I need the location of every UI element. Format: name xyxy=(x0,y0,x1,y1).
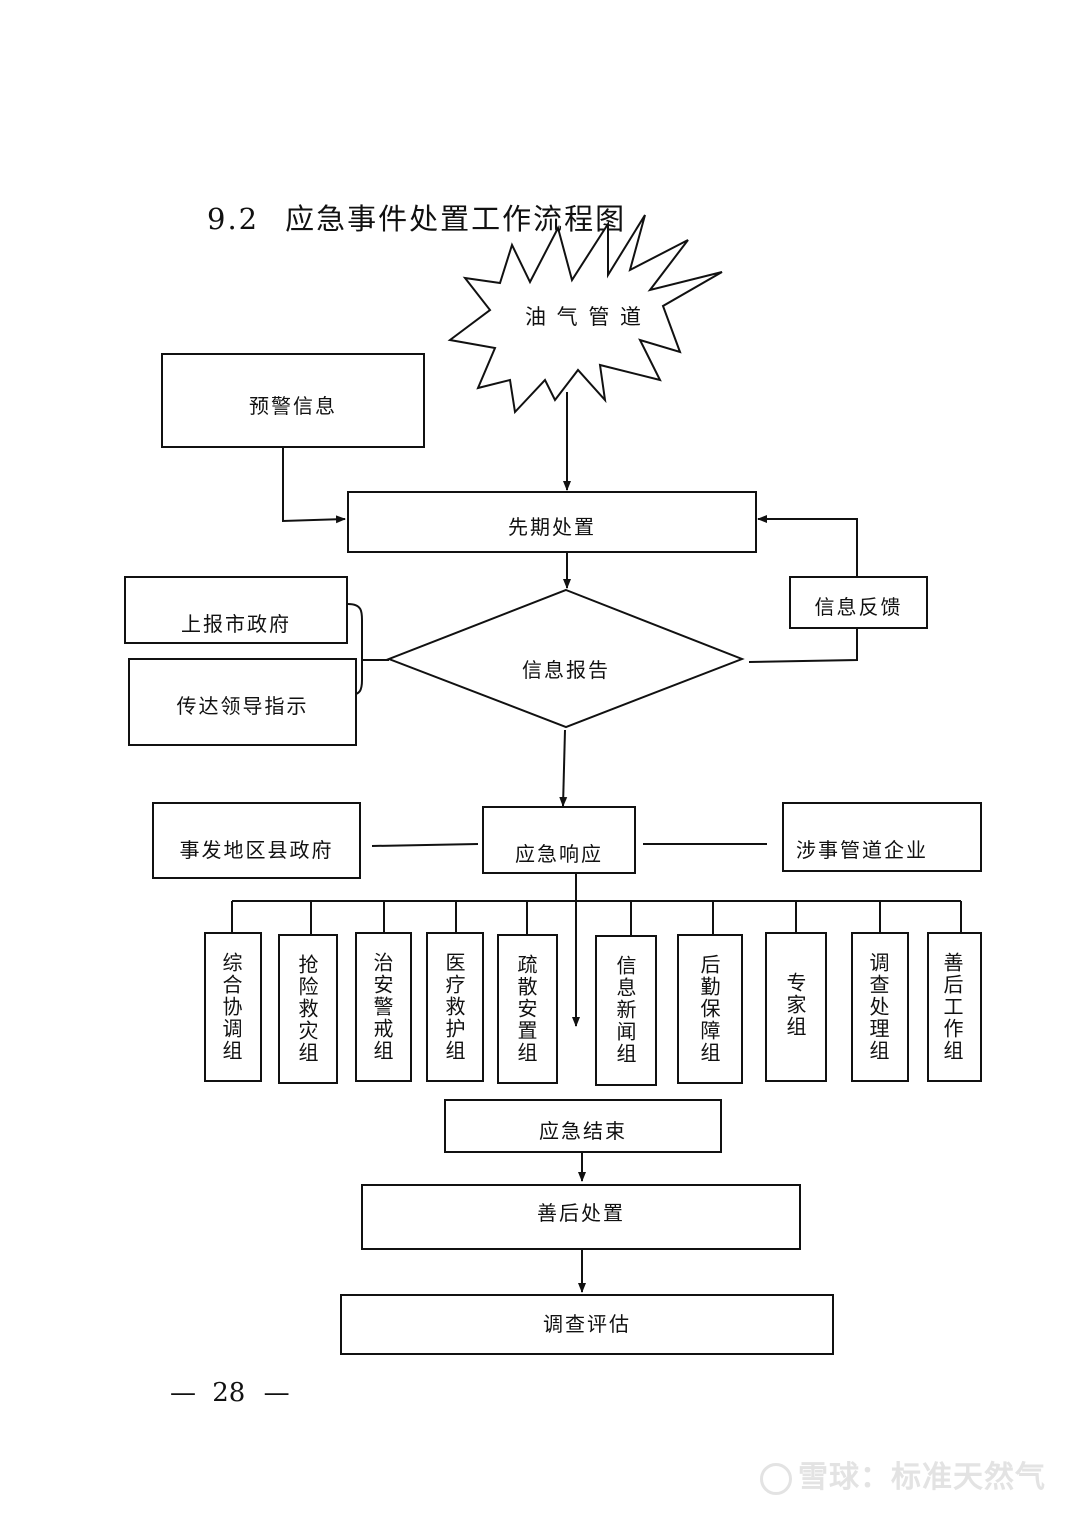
group-label-evacuation: 疏散安置组 xyxy=(514,954,538,1064)
investigation-label: 调查评估 xyxy=(543,1312,631,1336)
convey-instructions-label: 传达领导指示 xyxy=(176,694,309,718)
warning-info-box xyxy=(161,353,425,448)
county-gov-label: 事发地区县政府 xyxy=(179,838,334,862)
convey-instructions-box xyxy=(128,658,357,746)
emergency-response-label: 应急响应 xyxy=(515,842,603,866)
county-gov-box xyxy=(152,802,361,879)
group-label-medical: 医疗救护组 xyxy=(442,952,466,1062)
emergency-response-box xyxy=(482,806,636,874)
group-label-investigation: 调查处理组 xyxy=(866,952,890,1062)
arrow-feedback-to-initial xyxy=(757,515,858,576)
aftermath-box xyxy=(361,1184,801,1250)
pipeline-enterprise-label: 涉事管道企业 xyxy=(796,838,928,862)
info-feedback-box xyxy=(789,576,928,629)
initial-response-label: 先期处置 xyxy=(508,515,596,539)
section-number: 9.2 xyxy=(207,202,260,236)
arrow-warning-to-initial xyxy=(282,447,346,524)
arrow-report-to-response xyxy=(559,729,568,807)
page-title: 9.2 应急事件处置工作流程图 xyxy=(207,196,626,238)
pipeline-enterprise-box xyxy=(782,802,982,872)
group-box-experts xyxy=(765,932,827,1082)
group-label-rescue: 抢险救灾组 xyxy=(295,954,319,1064)
bracket-report-links xyxy=(347,603,363,696)
emergency-end-label: 应急结束 xyxy=(539,1119,627,1143)
group-box-aftermath xyxy=(927,932,982,1082)
aftermath-label: 善后处置 xyxy=(537,1201,625,1225)
line-county-to-response xyxy=(371,843,479,847)
warning-info-label: 预警信息 xyxy=(249,394,337,418)
emergency-end-box xyxy=(444,1099,722,1153)
group-label-news: 信息新闻组 xyxy=(613,955,637,1065)
group-label-experts: 专家组 xyxy=(783,972,807,1038)
watermark: 雪球：标准天然气 xyxy=(760,1452,1046,1496)
page-number: — 28 — xyxy=(170,1378,290,1408)
group-box-news xyxy=(595,935,657,1086)
info-feedback-label: 信息反馈 xyxy=(814,595,903,619)
group-box-medical xyxy=(426,932,484,1082)
group-box-investigation xyxy=(851,932,909,1082)
pipeline-starburst-shape xyxy=(447,214,723,415)
watermark-text: 雪球：标准天然气 xyxy=(798,1460,1046,1495)
investigation-box xyxy=(340,1294,834,1355)
group-label-coordination: 综合协调组 xyxy=(219,952,243,1062)
group-box-rescue xyxy=(278,934,338,1084)
report-city-gov-label: 上报市政府 xyxy=(181,612,291,636)
group-label-logistics: 后勤保障组 xyxy=(697,954,721,1064)
group-box-logistics xyxy=(677,934,743,1084)
pipeline-source-label: 油 气 管 道 xyxy=(525,305,644,329)
page-number-value: 28 xyxy=(212,1378,246,1408)
info-report-label: 信息报告 xyxy=(522,658,610,682)
group-box-coordination xyxy=(204,932,262,1082)
info-report-diamond xyxy=(386,588,745,729)
line-report-to-feedback xyxy=(748,628,858,663)
snowball-logo-icon xyxy=(760,1462,792,1495)
group-box-evacuation xyxy=(497,934,558,1084)
report-city-gov-box xyxy=(124,576,348,644)
group-label-aftermath: 善后工作组 xyxy=(940,952,964,1062)
group-box-security xyxy=(355,932,412,1082)
section-title: 应急事件处置工作流程图 xyxy=(285,202,627,236)
initial-response-box xyxy=(347,491,757,553)
group-label-security: 治安警戒组 xyxy=(370,952,394,1062)
